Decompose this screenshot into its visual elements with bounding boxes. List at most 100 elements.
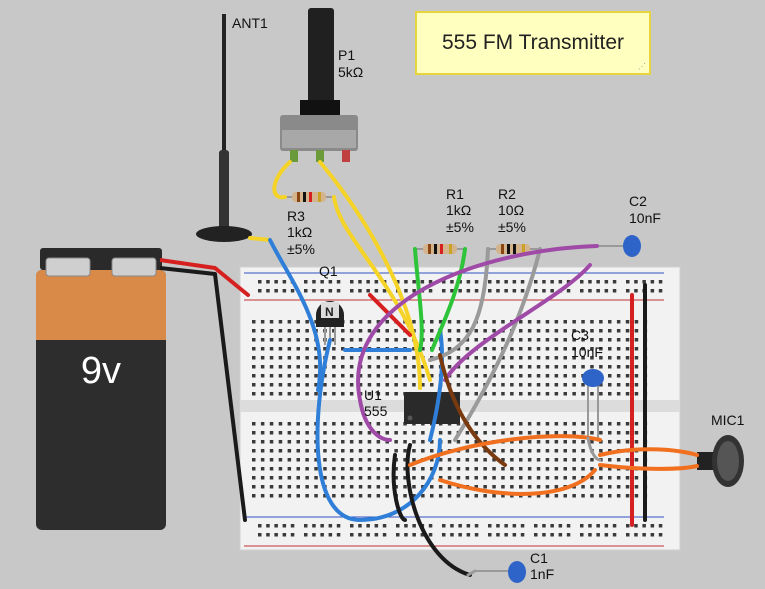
breadboard-hole[interactable] <box>314 374 318 378</box>
breadboard-hole[interactable] <box>323 431 327 435</box>
breadboard-hole[interactable] <box>501 365 505 369</box>
breadboard-hole[interactable] <box>558 524 563 528</box>
breadboard-hole[interactable] <box>590 392 594 396</box>
breadboard-hole[interactable] <box>358 458 363 462</box>
breadboard-hole[interactable] <box>492 431 496 435</box>
breadboard-hole[interactable] <box>287 320 292 324</box>
breadboard-hole[interactable] <box>260 365 265 369</box>
breadboard-hole[interactable] <box>581 485 585 489</box>
breadboard-hole[interactable] <box>599 449 603 453</box>
breadboard-hole[interactable] <box>332 347 336 351</box>
breadboard-hole[interactable] <box>266 524 270 528</box>
breadboard-hole[interactable] <box>563 458 568 462</box>
breadboard-hole[interactable] <box>625 338 630 342</box>
breadboard-hole[interactable] <box>385 320 390 324</box>
breadboard-hole[interactable] <box>447 467 452 471</box>
breadboard-hole[interactable] <box>367 440 372 444</box>
breadboard-hole[interactable] <box>616 383 621 387</box>
breadboard-hole[interactable] <box>588 289 592 293</box>
breadboard-hole[interactable] <box>304 524 308 528</box>
breadboard-hole[interactable] <box>430 485 434 489</box>
breadboard-hole[interactable] <box>492 485 496 489</box>
breadboard-hole[interactable] <box>376 356 381 360</box>
breadboard-hole[interactable] <box>581 329 585 333</box>
breadboard-hole[interactable] <box>536 440 541 444</box>
breadboard-hole[interactable] <box>374 289 379 293</box>
breadboard-hole[interactable] <box>510 449 514 453</box>
breadboard-hole[interactable] <box>252 383 256 387</box>
breadboard-hole[interactable] <box>385 365 390 369</box>
breadboard-hole[interactable] <box>456 374 461 378</box>
breadboard-hole[interactable] <box>474 494 479 498</box>
breadboard-hole[interactable] <box>527 320 532 324</box>
breadboard-hole[interactable] <box>590 320 594 324</box>
breadboard-hole[interactable] <box>278 440 283 444</box>
breadboard-hole[interactable] <box>394 431 398 435</box>
breadboard-hole[interactable] <box>608 431 612 435</box>
breadboard-hole[interactable] <box>612 533 617 537</box>
breadboard-hole[interactable] <box>296 476 301 480</box>
breadboard-hole[interactable] <box>599 338 603 342</box>
breadboard-hole[interactable] <box>403 458 407 462</box>
breadboard-hole[interactable] <box>332 383 336 387</box>
breadboard-hole[interactable] <box>376 383 381 387</box>
breadboard-hole[interactable] <box>510 440 514 444</box>
breadboard-hole[interactable] <box>305 494 309 498</box>
breadboard-hole[interactable] <box>258 533 262 537</box>
breadboard-hole[interactable] <box>287 467 292 471</box>
breadboard-hole[interactable] <box>376 431 381 435</box>
breadboard-hole[interactable] <box>492 467 496 471</box>
breadboard-hole[interactable] <box>519 449 523 453</box>
breadboard-hole[interactable] <box>599 365 603 369</box>
breadboard-hole[interactable] <box>421 374 425 378</box>
breadboard-hole[interactable] <box>269 494 274 498</box>
breadboard-hole[interactable] <box>323 422 327 426</box>
breadboard-hole[interactable] <box>394 476 398 480</box>
breadboard-hole[interactable] <box>287 458 292 462</box>
breadboard-hole[interactable] <box>274 289 278 293</box>
breadboard-hole[interactable] <box>563 320 568 324</box>
breadboard-hole[interactable] <box>581 467 585 471</box>
breadboard-hole[interactable] <box>304 533 308 537</box>
breadboard-hole[interactable] <box>604 289 609 293</box>
breadboard-hole[interactable] <box>566 533 571 537</box>
breadboard-hole[interactable] <box>430 329 434 333</box>
resistor-r1[interactable] <box>415 244 465 254</box>
breadboard-hole[interactable] <box>554 431 559 435</box>
breadboard-hole[interactable] <box>545 329 550 333</box>
breadboard-hole[interactable] <box>412 524 416 528</box>
breadboard-hole[interactable] <box>572 320 576 324</box>
breadboard-hole[interactable] <box>536 422 541 426</box>
breadboard-hole[interactable] <box>350 524 354 528</box>
breadboard-hole[interactable] <box>252 449 256 453</box>
breadboard-hole[interactable] <box>260 320 265 324</box>
breadboard-hole[interactable] <box>252 476 256 480</box>
breadboard-hole[interactable] <box>278 458 283 462</box>
breadboard-hole[interactable] <box>421 449 425 453</box>
breadboard-hole[interactable] <box>626 280 630 284</box>
breadboard-hole[interactable] <box>403 485 407 489</box>
breadboard-hole[interactable] <box>260 329 265 333</box>
microphone-mic1[interactable] <box>697 435 744 487</box>
breadboard-hole[interactable] <box>572 365 576 369</box>
breadboard-hole[interactable] <box>626 524 630 528</box>
breadboard-hole[interactable] <box>496 533 500 537</box>
resistor-r3[interactable] <box>285 192 334 202</box>
breadboard-hole[interactable] <box>599 476 603 480</box>
breadboard-hole[interactable] <box>394 329 398 333</box>
breadboard-hole[interactable] <box>501 476 505 480</box>
breadboard-hole[interactable] <box>550 524 554 528</box>
breadboard-hole[interactable] <box>320 533 324 537</box>
breadboard-hole[interactable] <box>520 280 525 284</box>
breadboard-hole[interactable] <box>269 449 274 453</box>
breadboard-hole[interactable] <box>312 533 316 537</box>
breadboard-hole[interactable] <box>527 347 532 351</box>
breadboard-hole[interactable] <box>320 289 324 293</box>
breadboard-hole[interactable] <box>258 524 262 528</box>
breadboard-hole[interactable] <box>625 458 630 462</box>
breadboard-hole[interactable] <box>581 440 585 444</box>
breadboard-hole[interactable] <box>394 440 398 444</box>
breadboard-hole[interactable] <box>558 533 563 537</box>
breadboard-hole[interactable] <box>634 347 639 351</box>
breadboard-hole[interactable] <box>563 392 568 396</box>
